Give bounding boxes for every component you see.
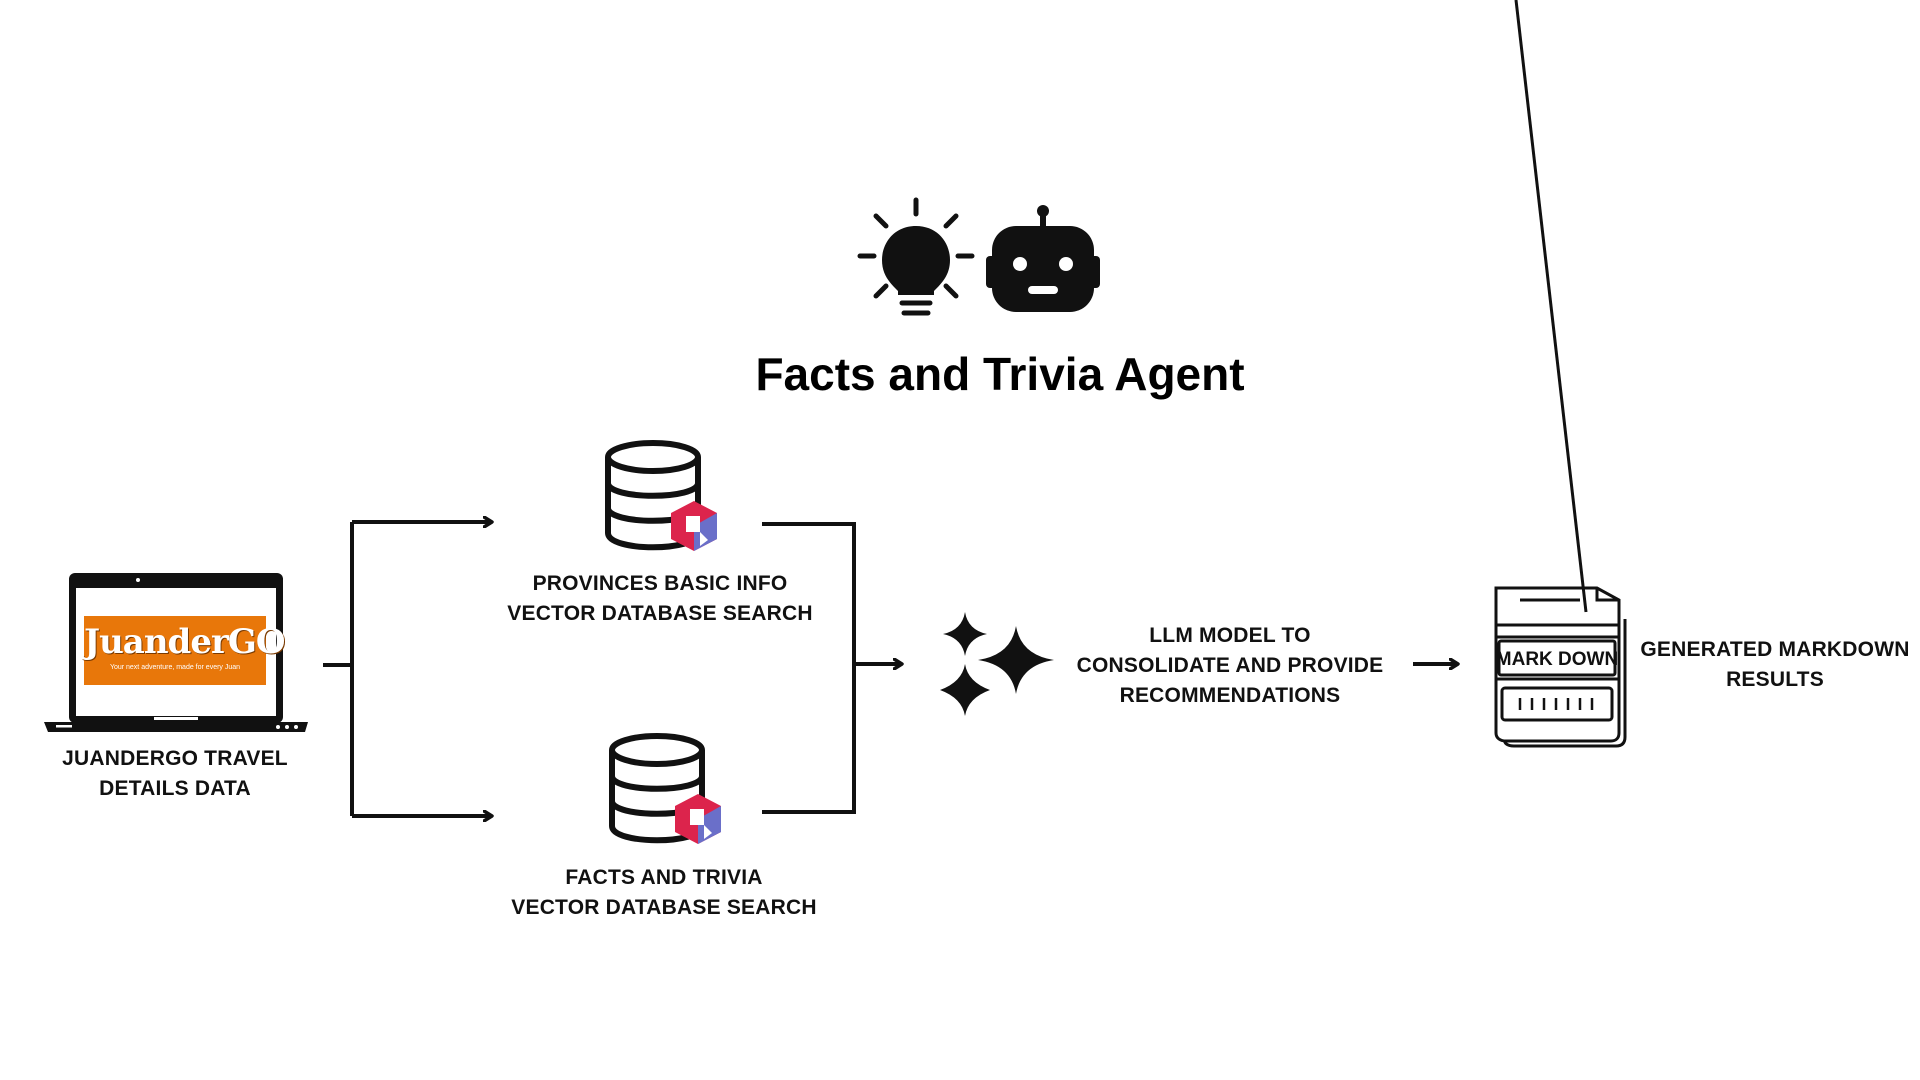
juandergo-logo: JuanderGO Your next adventure, made for … [84,616,286,685]
logo-tagline: Your next adventure, made for every Juan [109,664,241,671]
source-label-line2: DETAILS DATA [99,777,251,800]
qdrant-icon [675,794,721,844]
qdrant-icon [671,501,717,551]
logo-wordmark: JuanderGO [84,622,286,662]
provinces-db-label-line2: VECTOR DATABASE SEARCH [507,602,813,625]
output-label-line1: GENERATED MARKDOWN [1640,638,1910,661]
facts-db-label: FACTS AND TRIVIA VECTOR DATABASE SEARCH [504,863,824,923]
sparkles-icon [940,612,1054,716]
provinces-db-label-line1: PROVINCES BASIC INFO [532,572,788,595]
markdown-icon-text: MARK DOWN [1496,649,1618,670]
connector-merge [762,522,856,814]
database-icon [609,733,705,844]
page-title: Facts and Trivia Agent [755,348,1245,400]
connector-source-split [323,522,354,816]
facts-db-label-line1: FACTS AND TRIVIA [565,866,763,889]
output-label: GENERATED MARKDOWN RESULTS [1630,635,1920,695]
source-label-line1: JUANDERGO TRAVEL [62,747,288,770]
llm-label-line1: LLM MODEL TO [1149,624,1311,647]
llm-label: LLM MODEL TO CONSOLIDATE AND PROVIDE REC… [1060,621,1400,711]
llm-label-line3: RECOMMENDATIONS [1119,684,1341,707]
markdown-document-icon: MARK DOWN [1494,0,1627,748]
provinces-db-label: PROVINCES BASIC INFO VECTOR DATABASE SEA… [500,569,820,629]
robot-icon [986,205,1100,312]
llm-label-line2: CONSOLIDATE AND PROVIDE [1076,654,1384,677]
lightbulb-icon [857,197,975,316]
source-label: JUANDERGO TRAVEL DETAILS DATA [40,744,310,804]
output-label-line2: RESULTS [1726,668,1824,691]
facts-db-label-line2: VECTOR DATABASE SEARCH [511,896,817,919]
